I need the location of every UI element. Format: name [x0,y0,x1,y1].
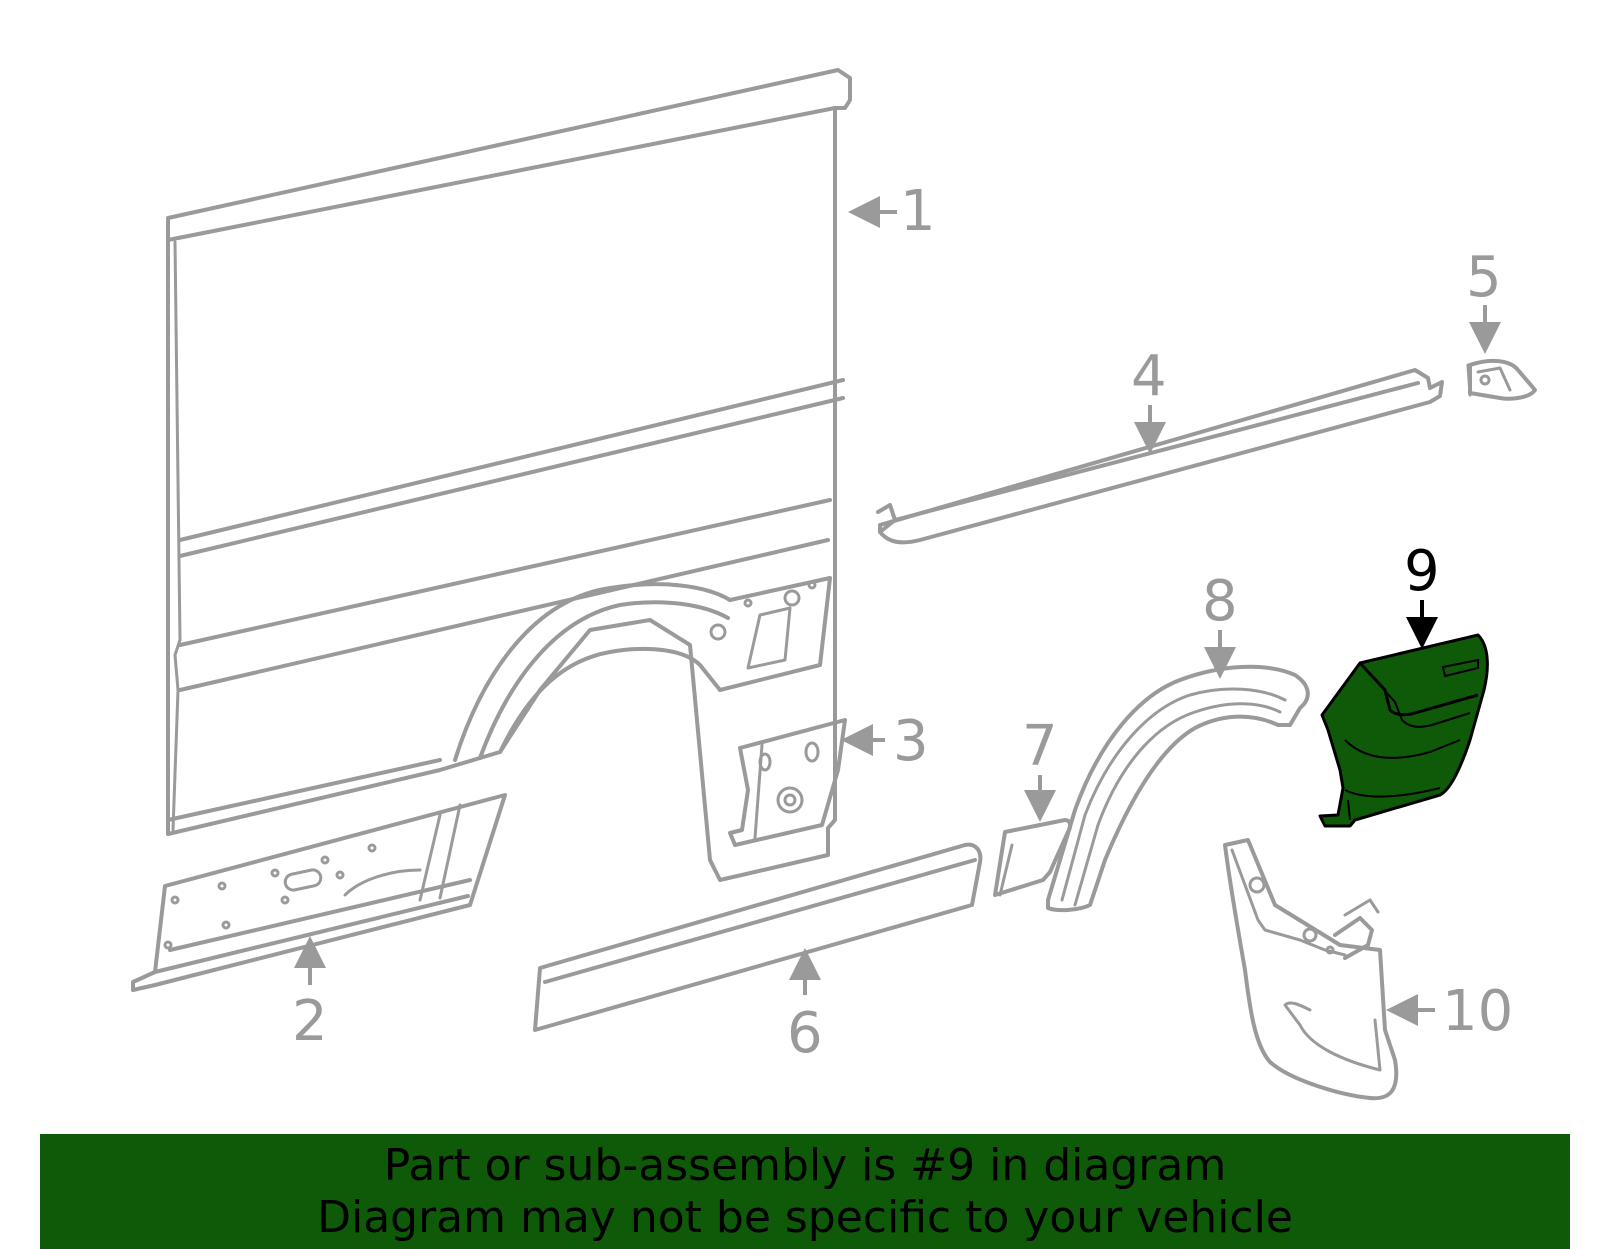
info-banner: Part or sub-assembly is #9 in diagram Di… [40,1134,1570,1249]
part-6-molding [533,842,983,1032]
callout-6: 6 [787,1001,823,1066]
callout-2: 2 [292,989,328,1054]
part-2-lower-panel [131,793,507,992]
callout-9: 9 [1404,539,1440,604]
callout-10: 10 [1442,979,1513,1044]
part-10-mud-flap [1223,838,1399,1101]
banner-line-1: Part or sub-assembly is #9 in diagram [383,1139,1227,1191]
callout-4: 4 [1131,344,1167,409]
callout-3: 3 [893,709,929,774]
banner-line-2: Diagram may not be specific to your vehi… [317,1191,1293,1243]
part-9-highlighted [1318,633,1489,828]
part-1-side-panel [166,68,852,882]
part-8-wheel-flare [1046,664,1310,913]
part-5-end-cap [1466,358,1537,401]
callout-8: 8 [1202,569,1238,634]
callout-1: 1 [900,179,936,244]
callout-7: 7 [1022,714,1058,779]
callout-5: 5 [1466,245,1502,310]
